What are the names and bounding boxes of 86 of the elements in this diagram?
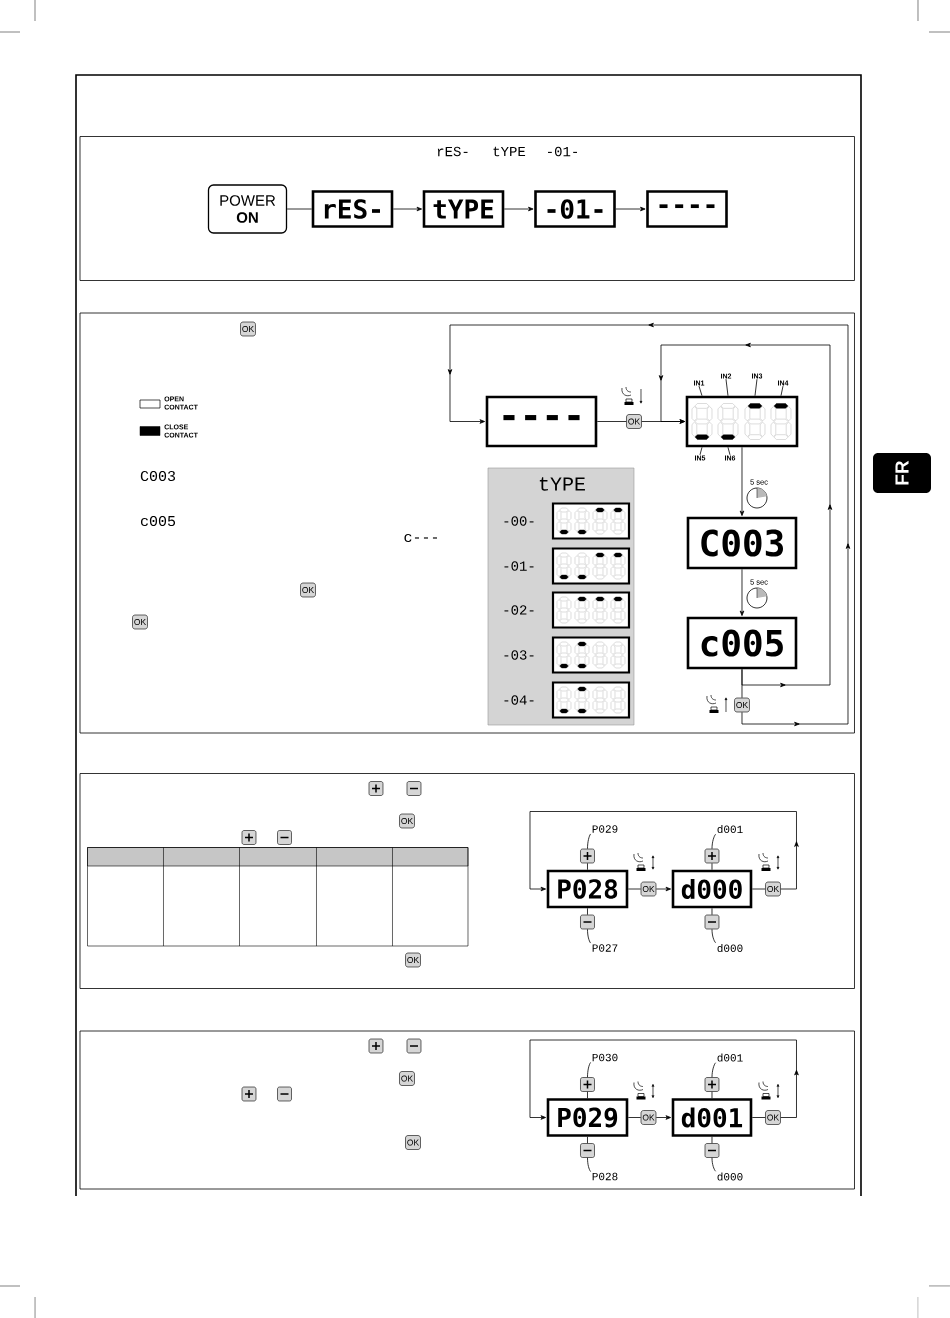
arrow: [615, 206, 646, 212]
connector-line: [751, 1117, 766, 1118]
leader-line: [727, 446, 731, 456]
connector-line: [711, 1136, 713, 1144]
row-label: -02-: [504, 605, 534, 615]
segment-display: c005: [686, 616, 798, 670]
leader-line: [587, 1062, 591, 1078]
display-code: c005: [140, 515, 176, 527]
connector-line: [587, 1136, 588, 1144]
segment-display: rES-: [311, 190, 394, 228]
display-code: c---: [404, 533, 438, 543]
connector-line: [711, 1091, 713, 1099]
arrow: [529, 1039, 799, 1120]
ok-key: OK: [626, 414, 642, 429]
arrow: [392, 206, 422, 212]
value-label: d000: [717, 943, 743, 953]
display-code: rES-: [437, 146, 468, 157]
segment-display: ----: [646, 190, 728, 228]
ok-key: OK: [405, 952, 421, 968]
row-label: -01-: [504, 561, 534, 571]
leader-line: [698, 385, 703, 397]
ok-key: OK: [640, 1110, 657, 1125]
row-label: -03-: [504, 650, 534, 660]
leader-line: [725, 378, 729, 397]
arrow: [447, 322, 851, 727]
connector-line: [587, 862, 588, 871]
connector-line: [596, 421, 627, 422]
connector-line: [627, 1117, 642, 1118]
display-code: C003: [140, 470, 176, 482]
segment-display: d000: [671, 869, 753, 909]
ok-key: OK: [765, 881, 781, 897]
value-label: P029: [592, 825, 618, 833]
connector-line: [286, 208, 313, 210]
connector-line: [751, 888, 766, 890]
segment-display: C003: [686, 516, 798, 570]
display-code: -01-: [548, 146, 577, 157]
value-label: P030: [592, 1053, 618, 1062]
leader-line: [711, 1157, 716, 1172]
ok-key: OK: [734, 697, 750, 713]
power-on-box: POWER ON: [207, 184, 288, 234]
connector-line: [711, 862, 713, 871]
ok-key: OK: [640, 881, 657, 897]
ok-key: OK: [132, 614, 148, 630]
arrow: [655, 1115, 671, 1120]
leader-line: [754, 378, 758, 397]
leader-line: [587, 928, 591, 944]
segment-display: d001: [671, 1098, 753, 1137]
ok-key: OK: [765, 1110, 781, 1125]
connector-line: [627, 888, 642, 890]
connector-line: [711, 907, 713, 916]
arrow: [529, 811, 799, 892]
ok-key: OK: [399, 813, 415, 829]
ok-key: OK: [300, 582, 316, 598]
leader-line: [780, 385, 784, 397]
value-label: P028: [592, 1172, 618, 1181]
ok-key: OK: [405, 1135, 421, 1150]
panel-heading: tYPE: [539, 477, 585, 491]
arrow: [739, 446, 745, 516]
segment-display: P028: [546, 869, 629, 909]
arrow: [655, 886, 671, 892]
value-label: d001: [717, 824, 743, 834]
leader-line: [711, 833, 716, 850]
leader-line: [587, 1157, 591, 1172]
leader-line: [711, 1062, 716, 1078]
ok-key: OK: [240, 321, 256, 337]
language-tab: FR: [873, 453, 931, 493]
ok-key: OK: [399, 1071, 415, 1086]
segment-display: -01-: [534, 190, 616, 228]
leader-line: [699, 446, 703, 456]
leader-line: [587, 833, 591, 850]
connector-line: [741, 668, 743, 699]
arrow: [739, 568, 745, 616]
row-label: -04-: [504, 695, 534, 705]
connector-line: [587, 1091, 588, 1099]
arrow: [658, 342, 833, 688]
value-label: P027: [592, 944, 618, 952]
value-label: d000: [717, 1172, 743, 1181]
row-label: -00-: [504, 516, 534, 526]
leader-line: [711, 928, 716, 944]
value-label: d001: [717, 1053, 743, 1062]
connector-line: [587, 907, 588, 916]
display-code: tYPE: [493, 146, 526, 157]
segment-display: tYPE: [422, 190, 505, 228]
segment-display: P029: [546, 1098, 629, 1137]
arrow: [503, 206, 534, 212]
segment-display: ----: [485, 395, 598, 448]
